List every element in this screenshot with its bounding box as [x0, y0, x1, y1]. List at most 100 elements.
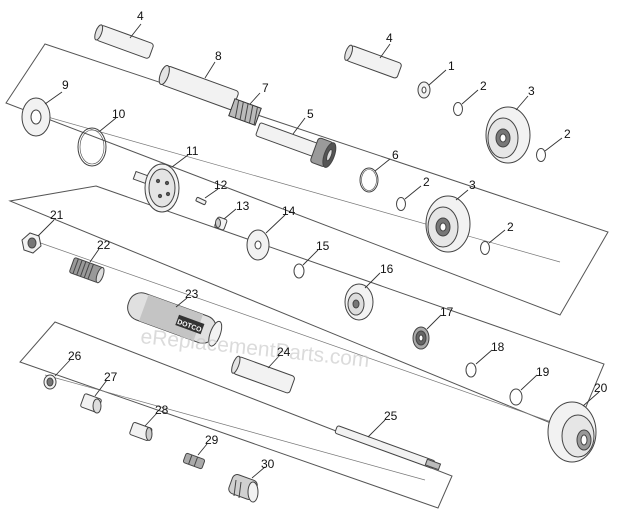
part-27-cap [80, 393, 102, 414]
part-2-ring-c [396, 197, 406, 211]
callout-18: 18 [491, 340, 505, 354]
leader-19 [520, 374, 538, 391]
part-12-pin [195, 196, 207, 206]
leader-2c [404, 185, 422, 200]
callout-22: 22 [97, 238, 111, 252]
callout-25: 25 [384, 409, 398, 423]
callout-labels: 4 8 7 5 4 1 2 3 2 9 10 11 6 2 3 2 12 13 … [50, 9, 608, 471]
callout-4b: 4 [386, 31, 393, 45]
leader-11 [171, 154, 189, 168]
part-3-bearing-plate-upper [485, 106, 531, 164]
callout-14: 14 [282, 204, 296, 218]
center-lines [29, 111, 581, 481]
part-8-tube [158, 65, 239, 111]
leader-4a [129, 23, 142, 39]
part-17-bearing [412, 326, 430, 350]
leader-26 [54, 359, 71, 377]
leader-18 [475, 349, 493, 365]
part-1-washer [417, 81, 431, 99]
callout-28: 28 [155, 403, 169, 417]
callout-23: 23 [185, 287, 199, 301]
parts: DOTCO [21, 24, 597, 503]
leader-7 [249, 92, 261, 105]
leader-25 [367, 419, 386, 438]
part-20-nose-cap [547, 401, 597, 463]
leader-27 [94, 379, 108, 397]
part-4-sleeve-right [344, 44, 402, 79]
leader-5 [292, 117, 306, 135]
part-21-hex-nut [21, 232, 42, 254]
callout-2a: 2 [480, 79, 487, 93]
part-11-rotor-plate [132, 163, 180, 213]
frame-middle-assembly [8, 185, 605, 434]
leader-13 [223, 208, 237, 220]
leader-16 [364, 272, 381, 289]
leader-9 [44, 91, 63, 105]
callout-2c: 2 [423, 175, 430, 189]
leader-4b [379, 43, 391, 59]
leader-2b [544, 137, 563, 152]
leader-24 [267, 354, 281, 369]
part-13-bushing [214, 216, 228, 231]
frame-upper-assembly [5, 43, 609, 316]
callout-13: 13 [236, 199, 250, 213]
callout-19: 19 [536, 365, 550, 379]
leader-3a [515, 95, 529, 111]
part-2-ring-b [536, 148, 546, 162]
callout-29: 29 [205, 433, 219, 447]
leader-2a [461, 89, 479, 105]
leader-21 [37, 219, 55, 237]
part-14-disk [246, 229, 270, 261]
part-29-collet [182, 452, 206, 470]
callout-17: 17 [440, 305, 454, 319]
centerline-c [44, 374, 426, 481]
part-18-oring [465, 362, 477, 378]
leader-12 [204, 188, 219, 199]
leader-15 [302, 249, 319, 266]
callout-2b: 2 [564, 127, 571, 141]
callout-9: 9 [62, 78, 69, 92]
leader-8 [204, 61, 216, 79]
leader-23 [175, 297, 188, 308]
callout-4a: 4 [137, 9, 144, 23]
centerline-b [31, 239, 581, 433]
callout-15: 15 [316, 239, 330, 253]
leader-14 [265, 214, 286, 234]
part-2-ring-d [480, 241, 490, 255]
callout-26: 26 [68, 349, 82, 363]
part-26-nut [43, 374, 57, 390]
part-15-oring [293, 263, 305, 279]
part-28-collet-sleeve [129, 422, 153, 441]
part-25-shaft [334, 425, 442, 471]
centerline-a [29, 111, 561, 263]
part-30-chuck-nut [228, 474, 259, 503]
part-5-spindle [255, 122, 337, 168]
part-19-oring [509, 388, 523, 406]
part-3-bearing-plate-lower [425, 195, 471, 253]
part-9-gasket [21, 97, 51, 137]
callout-24: 24 [277, 345, 291, 359]
part-6-oring [359, 167, 379, 193]
leader-17 [426, 314, 442, 330]
callout-7: 7 [262, 81, 269, 95]
leader-30 [251, 466, 266, 479]
leader-29 [197, 443, 208, 456]
callout-10: 10 [112, 107, 126, 121]
part-2-ring-a [453, 102, 463, 116]
callout-3b: 3 [469, 178, 476, 192]
part-7-spring [228, 98, 262, 126]
leader-28 [144, 412, 158, 427]
callout-30: 30 [261, 457, 275, 471]
callout-21: 21 [50, 208, 64, 222]
callout-8: 8 [215, 49, 222, 63]
part-23-housing: DOTCO [127, 292, 223, 347]
leader-2d [488, 229, 506, 244]
callout-12: 12 [214, 178, 228, 192]
leader-22 [89, 248, 100, 263]
part-24-sleeve [231, 355, 295, 394]
leader-lines [37, 23, 600, 479]
callout-11: 11 [186, 144, 199, 158]
frame-lower-assembly [19, 321, 453, 509]
